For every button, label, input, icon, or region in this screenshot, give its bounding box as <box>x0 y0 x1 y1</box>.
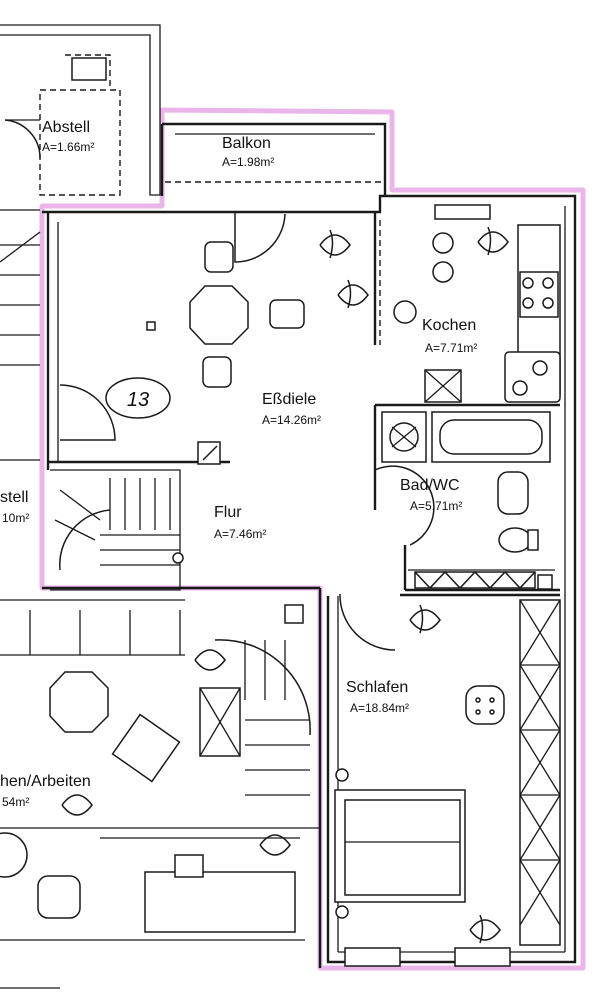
left-staircase <box>0 209 41 461</box>
toilet-icon <box>498 527 539 553</box>
room-labels: Abstell A=1.66m² Balkon A=1.98m² Kochen … <box>0 119 477 809</box>
unit-marker: 13 <box>105 377 171 419</box>
doors <box>59 212 435 651</box>
room-area-abstell-top: A=1.66m² <box>42 140 94 154</box>
sink-icon <box>497 471 529 515</box>
room-name-flur: Flur <box>214 504 242 521</box>
room-name-abstell-top: Abstell <box>42 119 90 136</box>
room-name-abstell-left: stell <box>0 489 28 506</box>
neighbor-top-left <box>0 24 161 196</box>
sink-icon <box>504 351 561 403</box>
bed-icon <box>334 789 466 903</box>
outer-walls <box>42 194 577 964</box>
staircase-icon <box>50 469 184 591</box>
room-area-bad: A=5.71m² <box>410 499 462 513</box>
room-name-balkon: Balkon <box>222 135 271 152</box>
room-area-arbeiten: 54m² <box>2 795 29 809</box>
kitchen-area <box>393 204 561 403</box>
neighbor-bottom-left <box>0 599 320 989</box>
room-area-schlafen: A=18.84m² <box>350 701 409 715</box>
bathroom-area <box>381 411 553 590</box>
plant-icon <box>61 226 509 944</box>
room-name-essdiele: Eßdiele <box>262 391 316 408</box>
bedroom-area <box>334 599 561 967</box>
wardrobe-icon <box>519 599 561 946</box>
room-area-abstell-left: 10m² <box>2 511 29 525</box>
room-area-kochen: A=7.71m² <box>425 341 477 355</box>
stove-icon <box>519 271 559 318</box>
balcony <box>160 122 387 196</box>
bathtub-icon <box>431 411 551 463</box>
room-area-balkon: A=1.98m² <box>222 155 274 169</box>
room-name-arbeiten: hen/Arbeiten <box>0 773 91 790</box>
room-name-kochen: Kochen <box>422 317 476 334</box>
room-area-essdiele: A=14.26m² <box>262 413 321 427</box>
room-name-schlafen: Schlafen <box>346 679 408 696</box>
chair-icon <box>465 685 505 725</box>
dining-table-icon <box>146 241 305 465</box>
svg-text:13: 13 <box>127 389 149 411</box>
room-area-flur: A=7.46m² <box>214 527 266 541</box>
room-name-bad: Bad/WC <box>400 477 460 494</box>
